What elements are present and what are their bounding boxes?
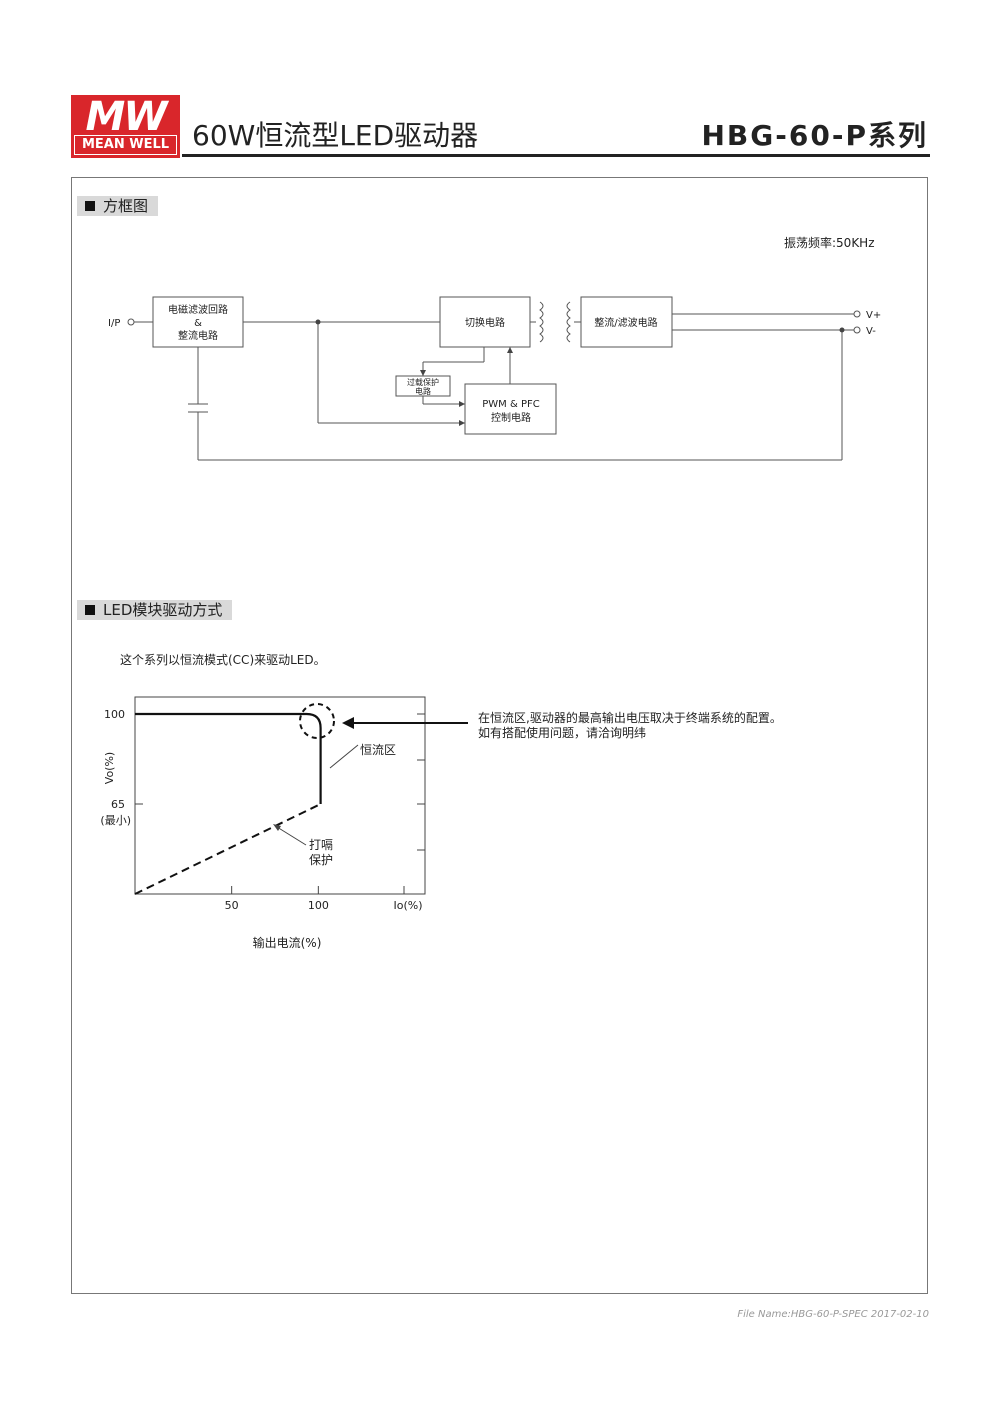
annotation-hiccup-1: 打嗝: [309, 838, 333, 852]
transformer-primary: [539, 301, 544, 343]
cc-region-pointer: [329, 744, 359, 769]
pwm-label-1: PWM & PFC: [482, 399, 539, 410]
content-frame: [71, 177, 928, 1294]
hiccup-curve: [134, 803, 322, 895]
vminus-terminal: [853, 326, 861, 334]
callout-line-1: 在恒流区,驱动器的最高输出电压取决于终端系统的配置。: [478, 711, 782, 725]
mean-well-logo: MW MEAN WELL: [71, 95, 180, 158]
logo-mark: MW: [85, 94, 168, 140]
emi-label-3: 整流电路: [178, 329, 218, 342]
logo-text: MEAN WELL: [74, 135, 177, 155]
hiccup-pointer: [276, 826, 307, 846]
frequency-note: 振荡频率:50KHz: [784, 236, 875, 250]
input-label: I/P: [108, 318, 120, 329]
ovp-label-2: 电路: [415, 386, 431, 396]
vminus-label: V-: [866, 326, 876, 337]
y-axis-label: Vo(%): [103, 752, 116, 784]
block-diagram: I/P 电磁滤波回路 & 整流电路 切换电路 整流/滤波电路 过载保护 电路 P…: [108, 296, 881, 461]
transformer-secondary: [566, 301, 571, 343]
square-bullet-icon: [85, 201, 95, 211]
header-rule: [182, 154, 930, 157]
pwm-label-2: 控制电路: [491, 411, 531, 424]
section-heading-led-drive: LED模块驱动方式: [77, 600, 233, 620]
emi-label-1: 电磁滤波回路: [168, 303, 228, 316]
footer-filename: File Name:HBG-60-P-SPEC 2017-02-10: [737, 1309, 929, 1320]
y-tick-label: 65: [111, 798, 125, 811]
led-drive-intro: 这个系列以恒流模式(CC)来驱动LED。: [120, 653, 326, 667]
x-axis-label: 输出电流(%): [253, 935, 322, 950]
x-tick-label: 50: [225, 899, 239, 912]
y-tick-sublabel: (最小): [100, 814, 131, 827]
y-tick-label: 100: [104, 708, 125, 721]
emi-label-2: &: [194, 318, 202, 329]
x-axis-unit-label: Io(%): [393, 899, 422, 912]
section-heading-block-diagram: 方框图: [77, 196, 159, 216]
annotation-hiccup-2: 保护: [309, 853, 333, 867]
ovp-label-1: 过载保护: [407, 377, 439, 387]
callout-line-2: 如有搭配使用问题，请洽询明纬: [478, 726, 647, 740]
vplus-terminal: [853, 310, 861, 318]
cc-curve: [135, 712, 322, 804]
x-tick-label: 100: [308, 899, 329, 912]
chart-plot-frame: [134, 696, 426, 895]
callout-arrowhead: [342, 717, 354, 729]
square-bullet-icon: [85, 605, 95, 615]
series-title: HBG-60-P系列: [701, 119, 928, 152]
annotation-cc-region: 恒流区: [360, 743, 396, 757]
page-title: 60W恒流型LED驱动器: [192, 119, 479, 152]
vplus-label: V+: [866, 310, 881, 321]
rectifier-label: 整流/滤波电路: [594, 316, 657, 329]
switch-label: 切换电路: [465, 316, 505, 329]
cc-corner-marker: [299, 703, 335, 739]
